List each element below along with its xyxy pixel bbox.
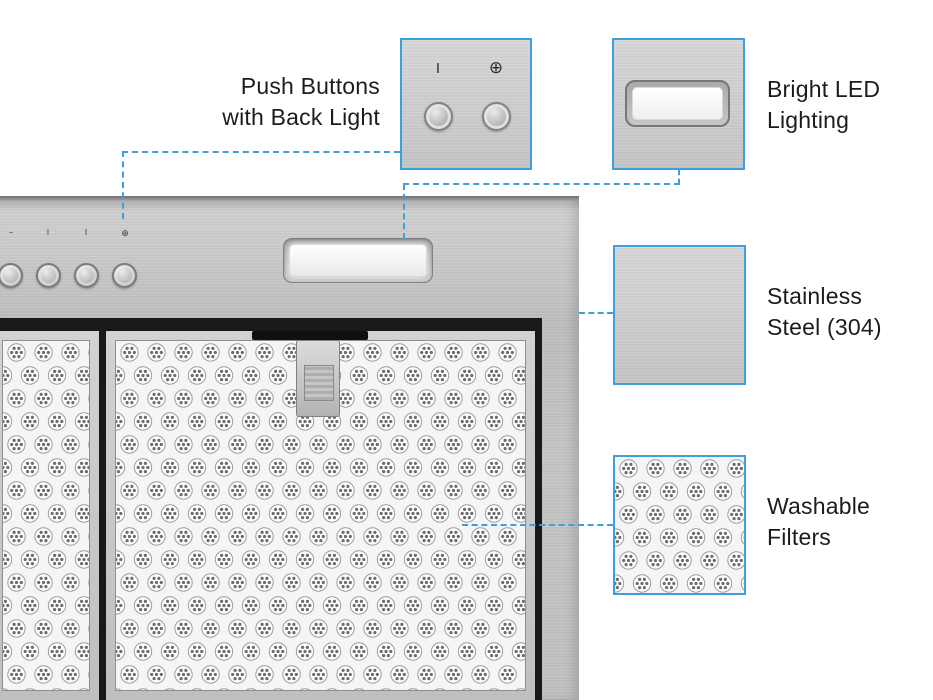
filter-latch bbox=[296, 340, 340, 417]
led-lamp-panel bbox=[289, 244, 427, 277]
label-washable-filters: Washable Filters bbox=[767, 493, 871, 550]
callout-push-buttons: I ⊕ bbox=[400, 38, 532, 170]
connector-line bbox=[403, 184, 405, 239]
led-lamp bbox=[283, 238, 433, 283]
light-icon: ⊕ bbox=[121, 228, 129, 238]
push-button bbox=[112, 263, 137, 288]
connector-line bbox=[403, 183, 680, 185]
push-button bbox=[0, 263, 23, 288]
connector-line bbox=[122, 151, 400, 153]
push-button bbox=[74, 263, 99, 288]
push-button bbox=[482, 102, 511, 131]
connector-line bbox=[462, 524, 613, 526]
connector-line bbox=[678, 170, 680, 184]
control-icon: I bbox=[84, 228, 88, 237]
control-icon: I bbox=[46, 228, 50, 237]
mesh-pattern bbox=[615, 457, 744, 593]
filter-latch-grip bbox=[304, 365, 334, 401]
filter-latch-bar bbox=[252, 331, 368, 340]
callout-washable-filters bbox=[613, 455, 746, 595]
power-icon: I bbox=[435, 60, 441, 77]
light-icon: ⊕ bbox=[488, 58, 504, 77]
label-push-buttons: Push Buttons with Back Light bbox=[222, 73, 380, 130]
range-hood: − I I ⊕ bbox=[0, 196, 579, 700]
led-lamp-panel bbox=[632, 87, 723, 120]
led-lamp bbox=[625, 80, 730, 127]
connector-line bbox=[122, 151, 124, 219]
filter-panel-right bbox=[106, 331, 535, 700]
push-button bbox=[424, 102, 453, 131]
label-stainless-steel: Stainless Steel (304) bbox=[767, 283, 882, 340]
hood-top-edge bbox=[0, 196, 579, 200]
label-led-lighting: Bright LED Lighting bbox=[767, 76, 881, 133]
filter-mesh-left bbox=[2, 340, 90, 691]
filter-assembly bbox=[0, 318, 542, 700]
filter-panel-left bbox=[0, 331, 99, 700]
mesh-pattern bbox=[3, 341, 89, 690]
push-button bbox=[36, 263, 61, 288]
connector-line bbox=[579, 312, 613, 314]
callout-led-lighting bbox=[612, 38, 745, 170]
callout-stainless-steel bbox=[613, 245, 746, 385]
control-icon: − bbox=[8, 228, 14, 237]
